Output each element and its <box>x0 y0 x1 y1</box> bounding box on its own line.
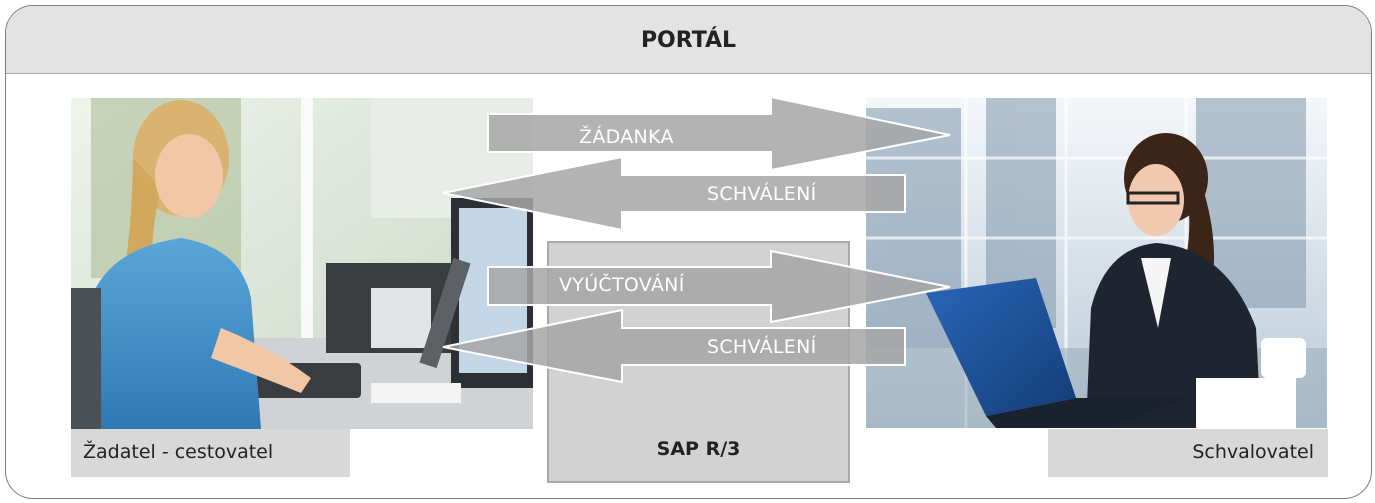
arrow-approval-2-label: SCHVÁLENÍ <box>707 336 817 358</box>
arrow-request-label: ŽÁDANKA <box>579 126 674 148</box>
requester-photo <box>71 98 533 429</box>
portal-header: PORTÁL <box>6 6 1371 74</box>
requester-caption-text: Žadatel - cestovatel <box>83 441 274 463</box>
arrow-approval-1 <box>442 155 906 232</box>
sap-system-label: SAP R/3 <box>656 438 741 460</box>
approver-photo <box>866 98 1327 428</box>
arrow-request <box>487 95 951 172</box>
arrow-settlement <box>487 249 951 324</box>
arrow-approval-1-label: SCHVÁLENÍ <box>707 183 817 205</box>
arrow-approval-2 <box>442 308 906 384</box>
requester-caption: Žadatel - cestovatel <box>71 429 350 477</box>
portal-title: PORTÁL <box>640 28 737 53</box>
approver-caption: Schvalovatel <box>1048 429 1328 477</box>
approver-caption-text: Schvalovatel <box>1192 441 1314 463</box>
arrow-settlement-label: VYÚČTOVÁNÍ <box>559 274 685 296</box>
